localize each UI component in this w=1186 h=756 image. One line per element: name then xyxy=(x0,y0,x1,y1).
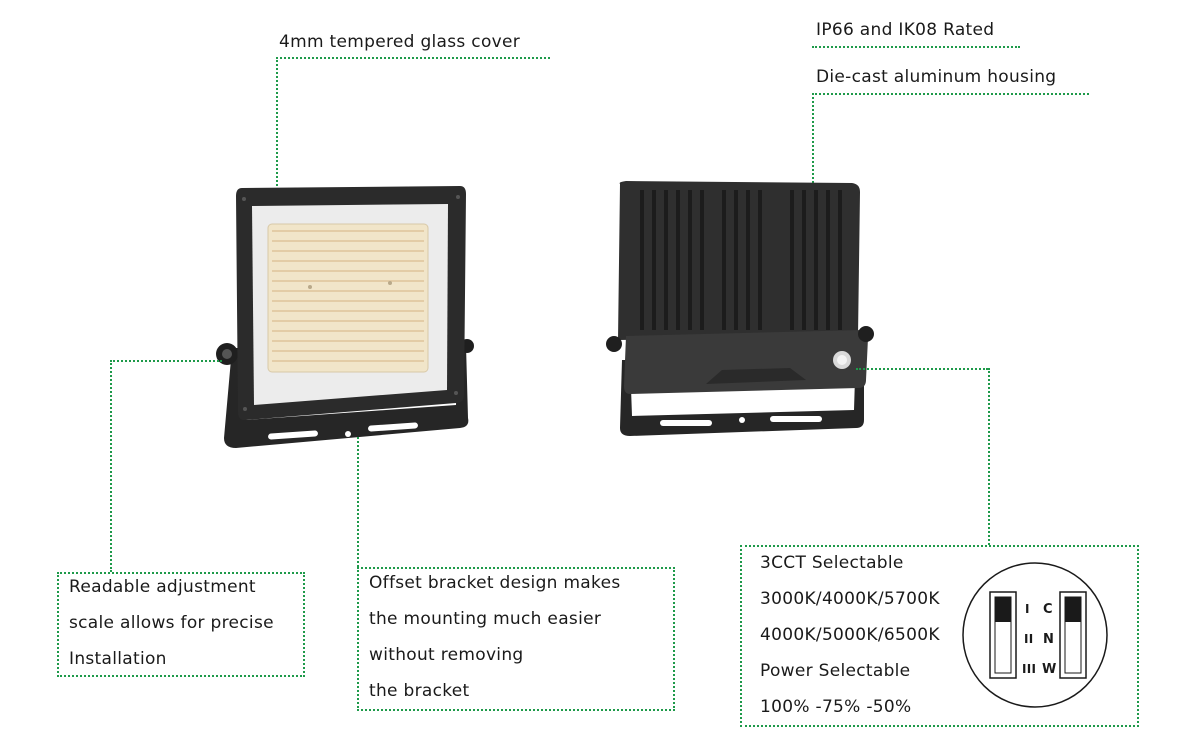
glass-cover-label: 4mm tempered glass cover xyxy=(279,32,521,52)
scale-line-1: Readable adjustment xyxy=(69,577,256,597)
selector-switch-diagram xyxy=(962,562,1108,708)
cct-line-2: 3000K/4000K/5700K xyxy=(760,589,940,609)
scale-leader-top xyxy=(110,360,222,362)
switch-mark-iii: III xyxy=(1022,662,1037,676)
offset-bracket-box: Offset bracket design makes the mounting… xyxy=(357,567,675,711)
cct-line-5: 100% -75% -50% xyxy=(760,697,912,717)
adjustment-scale-box: Readable adjustment scale allows for pre… xyxy=(57,572,305,677)
cct-selectable-box: 3CCT Selectable 3000K/4000K/5700K 4000K/… xyxy=(740,545,1139,727)
sensor-leader xyxy=(988,368,990,545)
cct-line-3: 4000K/5000K/6500K xyxy=(760,625,940,645)
ip-rating-label: IP66 and IK08 Rated xyxy=(816,20,995,40)
scale-line-3: Installation xyxy=(69,649,167,669)
ip-rating-underline xyxy=(812,46,1020,48)
cct-line-4: Power Selectable xyxy=(760,661,911,681)
scale-leader xyxy=(110,360,112,572)
switch-mark-i: I xyxy=(1025,602,1030,616)
scale-line-2: scale allows for precise xyxy=(69,613,274,633)
cct-line-1: 3CCT Selectable xyxy=(760,553,904,573)
bracket-line-2: the mounting much easier xyxy=(369,609,602,629)
bracket-line-3: without removing xyxy=(369,645,524,665)
housing-underline xyxy=(812,93,1089,95)
housing-leader xyxy=(812,93,814,211)
switch-mark-ii: II xyxy=(1024,632,1034,646)
switch-mark-n: N xyxy=(1043,632,1055,647)
bracket-leader xyxy=(357,437,359,567)
sensor-leader-top xyxy=(856,368,988,370)
housing-label: Die-cast aluminum housing xyxy=(816,67,1057,87)
glass-cover-underline xyxy=(276,57,550,59)
bracket-line-1: Offset bracket design makes xyxy=(369,573,621,593)
switch-mark-c: C xyxy=(1043,602,1053,617)
bracket-line-4: the bracket xyxy=(369,681,470,701)
glass-cover-leader xyxy=(276,57,278,225)
switch-mark-w: W xyxy=(1042,662,1057,677)
